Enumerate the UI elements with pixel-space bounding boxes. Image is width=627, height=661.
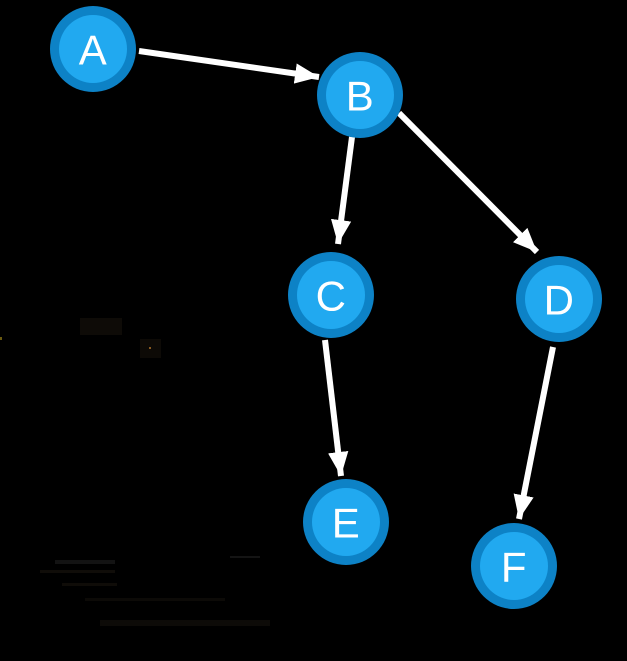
background-artifact — [149, 347, 151, 349]
background-artifact — [100, 620, 270, 626]
edge-B-D — [396, 110, 540, 255]
background-artifact — [55, 560, 115, 564]
node-label: F — [501, 544, 527, 591]
node-label: B — [346, 73, 375, 120]
edge-B-C — [330, 136, 355, 245]
node-B[interactable]: B — [317, 52, 403, 138]
edge-C-E — [322, 339, 349, 477]
node-label: A — [79, 27, 108, 74]
nodes-layer: A B C D E F — [50, 6, 602, 609]
node-F[interactable]: F — [471, 523, 557, 609]
background-artifacts-layer — [0, 318, 270, 626]
node-D[interactable]: D — [516, 256, 602, 342]
node-inner-circle — [480, 532, 548, 600]
node-A[interactable]: A — [50, 6, 136, 92]
node-inner-circle — [525, 265, 593, 333]
background-artifact — [62, 583, 117, 586]
node-inner-circle — [59, 15, 127, 83]
background-artifact — [40, 570, 115, 573]
background-artifact — [80, 318, 122, 335]
node-label: E — [332, 500, 361, 547]
node-label: C — [316, 273, 347, 320]
node-E[interactable]: E — [303, 479, 389, 565]
node-C[interactable]: C — [288, 252, 374, 338]
edge-D-F — [513, 346, 556, 520]
background-artifact — [0, 337, 2, 340]
edge-A-B — [138, 48, 320, 84]
node-inner-circle — [312, 488, 380, 556]
node-inner-circle — [297, 261, 365, 329]
background-artifact — [230, 556, 260, 558]
node-inner-circle — [326, 61, 394, 129]
edges-layer — [138, 48, 556, 520]
background-artifact — [85, 598, 225, 601]
node-label: D — [544, 277, 575, 324]
